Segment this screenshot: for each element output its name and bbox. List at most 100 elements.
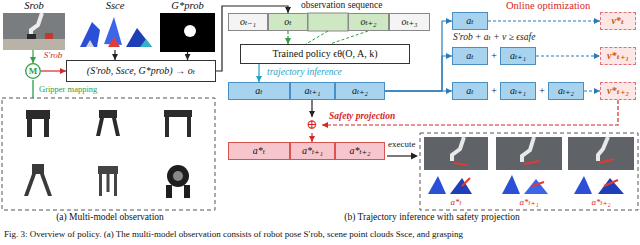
gripper-icon xyxy=(98,166,118,196)
robot-photo xyxy=(27,34,36,39)
panel-heading: G*prob xyxy=(171,0,203,12)
execution-photo xyxy=(424,137,488,170)
panel-caption: (b) Trajectory inference with safety pro… xyxy=(343,212,520,223)
gripper-icon xyxy=(99,110,117,118)
plus-sign: + xyxy=(538,85,546,97)
connector xyxy=(187,52,188,60)
connector xyxy=(32,50,33,63)
gripper-icon xyxy=(166,185,172,198)
action-box: aₜ xyxy=(228,82,290,100)
node-text: aₜ xyxy=(466,15,473,27)
scene-point-cloud xyxy=(108,37,120,47)
node-text: oₜ₊₃ xyxy=(401,16,417,28)
connector xyxy=(114,50,115,60)
gripper-icon xyxy=(184,185,190,198)
gripper-icon xyxy=(164,110,192,137)
node-text: a*ₜ₊₂ xyxy=(349,145,370,157)
node-text: aₜ xyxy=(466,50,473,62)
node-text: oₜ₋₁ xyxy=(240,16,256,28)
robot-photo xyxy=(45,33,53,39)
gripper-icon xyxy=(99,174,102,196)
action-box: aₜ₊₁ xyxy=(290,82,335,100)
node-text: aₜ₊₂ xyxy=(558,85,574,97)
policy-box: Trained policy ϵθ(O, A, k) xyxy=(240,44,410,64)
node-text: ν*ₜ xyxy=(611,15,624,27)
node-text: aₜ₊₂ xyxy=(352,85,368,97)
node-text: oₜ₊₂ xyxy=(360,16,376,28)
execution-photo xyxy=(496,137,562,170)
gripper-icon xyxy=(24,174,36,196)
execution-photo xyxy=(568,137,634,170)
projected-action-box: a*ₜ₊₂ xyxy=(335,142,385,160)
execution-point-cloud xyxy=(524,179,548,194)
panel-heading: Ssce xyxy=(106,0,125,12)
node-text: aₜ₊₁ xyxy=(304,85,320,97)
observation-cell: oₜ₊₂ xyxy=(348,13,389,31)
scene-point-cloud xyxy=(80,17,152,47)
gripper-icon xyxy=(24,110,192,198)
gripper-icon xyxy=(165,117,169,137)
gripper-icon xyxy=(187,117,191,137)
execution-label: a*ₜ₊₁ xyxy=(518,197,539,207)
plus-sign: + xyxy=(490,50,498,62)
gripper-icon xyxy=(164,110,192,117)
execution-point-cloud xyxy=(428,176,446,194)
execution-photo xyxy=(598,137,608,161)
observation-link xyxy=(306,31,328,44)
safety-offset-box: ν*ₜ xyxy=(600,12,636,30)
execution-photo xyxy=(599,159,614,163)
node-text: oₜ xyxy=(284,16,291,28)
robot-photo xyxy=(3,13,65,50)
action-box: aₜ₊₂ xyxy=(548,82,584,100)
execution-photo xyxy=(424,137,634,170)
goal-mask xyxy=(160,13,215,52)
node-text: a*ₜ₊₁ xyxy=(302,145,323,157)
node-text: Trained policy ϵθ(O, A, k) xyxy=(272,48,377,60)
gripper-icon xyxy=(98,166,118,174)
execute-arrow xyxy=(411,153,418,160)
execution-photo xyxy=(496,137,562,170)
edge-label: trajectory inference xyxy=(266,67,343,78)
figure-caption: Fig. 3: Overview of policy. (a) The mult… xyxy=(3,229,464,239)
execution-photo xyxy=(454,163,468,165)
gripper-icon xyxy=(107,174,110,192)
panel-heading: Srob xyxy=(24,0,43,12)
execution-point-cloud xyxy=(462,178,470,186)
mapping-line xyxy=(32,80,33,98)
node-text: (S′rob, Ssce, G*prob) → oₜ xyxy=(87,65,195,77)
execution-photo xyxy=(568,137,634,170)
gripper-icon xyxy=(40,174,52,196)
node-text: aₜ xyxy=(466,85,473,97)
edge-label: S′rob xyxy=(43,50,64,60)
connector xyxy=(322,100,618,125)
node-text: aₜ₊₁ xyxy=(510,85,526,97)
gripper-icon xyxy=(166,165,190,198)
connector xyxy=(258,64,259,82)
execution-point-cloud xyxy=(604,180,618,186)
execute-label: execute xyxy=(387,139,416,149)
observation-link xyxy=(306,31,368,44)
node-text: M xyxy=(29,66,38,76)
image-panel: G*prob xyxy=(160,0,215,52)
robot-photo xyxy=(3,13,65,50)
connector xyxy=(536,55,600,56)
goal-mask xyxy=(160,13,215,52)
gripper-icon xyxy=(24,164,52,196)
observation-cell: oₜ₋₁ xyxy=(228,13,268,31)
observation-link xyxy=(330,31,368,44)
safety-offset-box: ν*ₜ₊₂ xyxy=(600,82,636,100)
projected-action-box: a*ₜ xyxy=(228,142,290,160)
execution-label: a*ₜ₊₂ xyxy=(590,197,611,207)
execute-arrow xyxy=(387,155,413,156)
scene-point-cloud xyxy=(86,40,94,47)
connector xyxy=(287,31,288,44)
node-text: a*ₜ xyxy=(253,145,265,157)
gripper-icon xyxy=(96,110,120,136)
execution-point-cloud xyxy=(574,176,592,194)
execution-frame xyxy=(420,133,638,210)
scene-point-cloud xyxy=(140,39,152,47)
execution-photo xyxy=(524,161,540,164)
gripper-icon xyxy=(44,119,49,137)
